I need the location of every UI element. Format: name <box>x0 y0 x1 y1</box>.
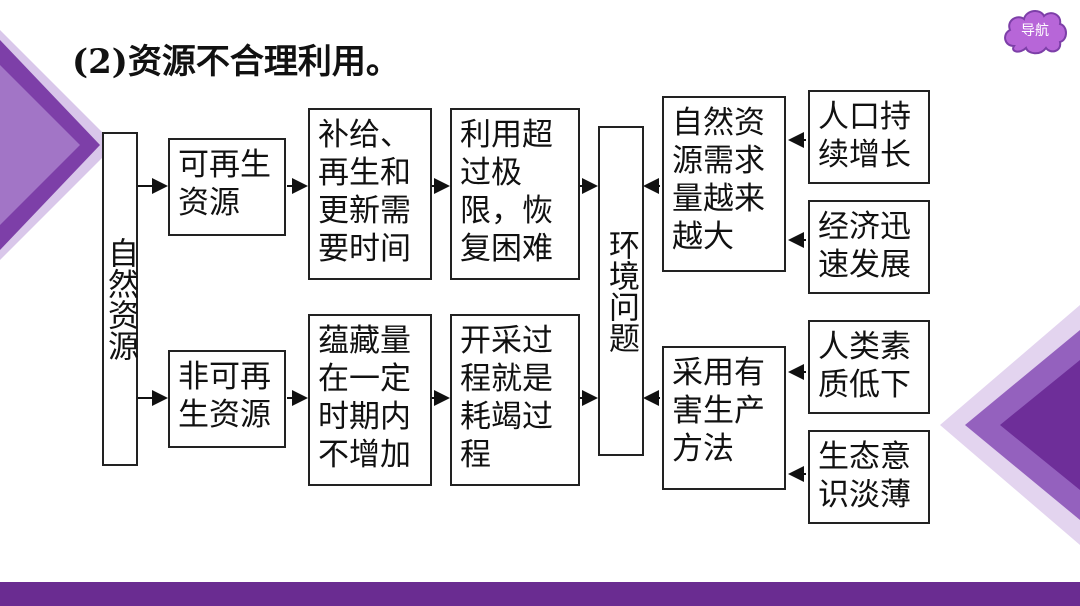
nav-button[interactable]: 导航 <box>1000 6 1070 58</box>
node-mining-depletion-text: 开采过程就是耗竭过程 <box>460 323 553 473</box>
node-renew-need-time-text: 补给、再生和更新需要时间 <box>318 117 411 267</box>
node-stock-fixed-text: 蕴藏量在一定时期内不增加 <box>318 323 411 473</box>
node-natural-resources: 自然资源 <box>102 132 138 466</box>
cloud-icon <box>1004 10 1067 55</box>
node-pop-growth: 人口持续增长 <box>808 90 930 184</box>
node-renewable-text: 可再生资源 <box>178 147 271 221</box>
node-renewable: 可再生资源 <box>168 138 286 236</box>
node-overuse-text: 利用超过极限，恢复困难 <box>460 117 553 267</box>
node-harmful-methods-text: 采用有害生产方法 <box>672 355 765 467</box>
node-low-quality-text: 人类素质低下 <box>818 329 911 403</box>
node-renew-need-time: 补给、再生和更新需要时间 <box>308 108 432 280</box>
node-nonrenewable: 非可再生资源 <box>168 350 286 448</box>
node-demand-up-text: 自然资源需求量越来越大 <box>672 105 765 255</box>
node-mining-depletion: 开采过程就是耗竭过程 <box>450 314 580 486</box>
node-overuse: 利用超过极限，恢复困难 <box>450 108 580 280</box>
node-econ-growth: 经济迅速发展 <box>808 200 930 294</box>
nav-label: 导航 <box>1021 23 1049 39</box>
bottom-bar <box>0 582 1080 606</box>
node-econ-growth-text: 经济迅速发展 <box>818 209 911 283</box>
node-harmful-methods: 采用有害生产方法 <box>662 346 786 490</box>
node-stock-fixed: 蕴藏量在一定时期内不增加 <box>308 314 432 486</box>
node-demand-up: 自然资源需求量越来越大 <box>662 96 786 272</box>
node-low-quality: 人类素质低下 <box>808 320 930 414</box>
node-weak-awareness-text: 生态意识淡薄 <box>818 439 911 513</box>
node-weak-awareness: 生态意识淡薄 <box>808 430 930 524</box>
node-nonrenewable-text: 非可再生资源 <box>178 359 271 433</box>
node-env-problem: 环境问题 <box>598 126 644 456</box>
node-pop-growth-text: 人口持续增长 <box>818 99 911 173</box>
page-title: (2)资源不合理利用。 <box>72 42 400 82</box>
